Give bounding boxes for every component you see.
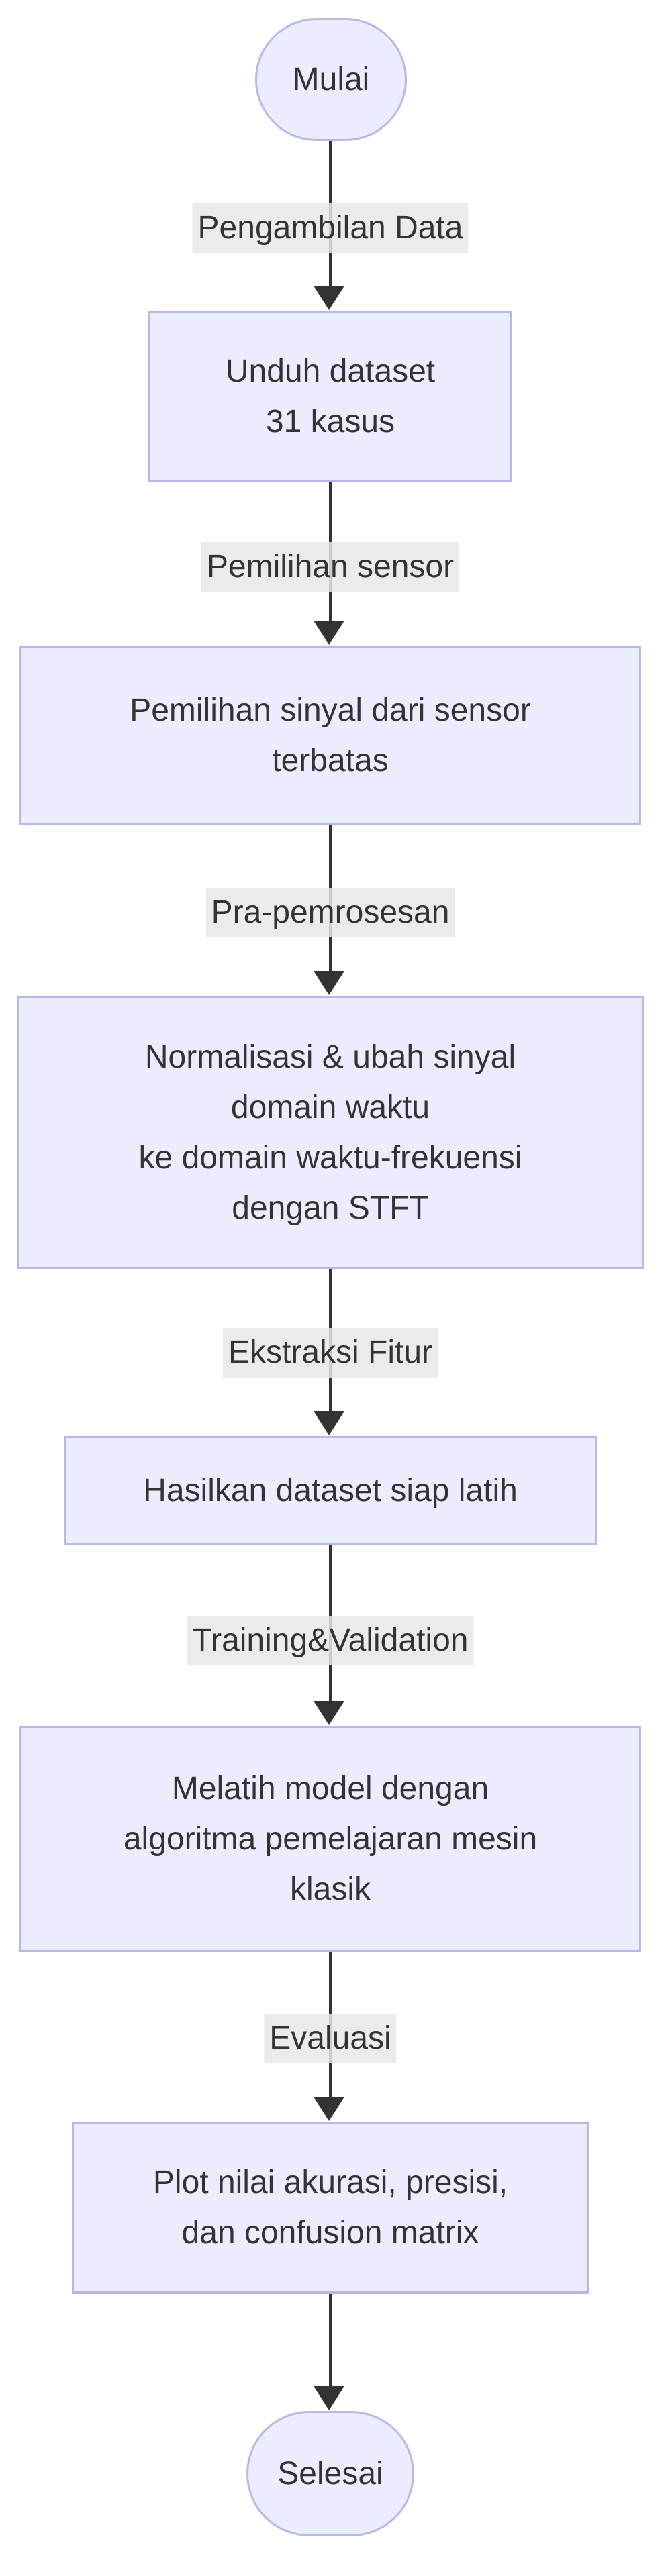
start-node: Mulai [255,18,407,141]
edge-label-ekstraksi-fitur: Ekstraksi Fitur [222,1328,438,1378]
edge-label-pra-pemrosesan: Pra-pemrosesan [205,888,455,937]
process-normalize-stft-label: Normalisasi & ubah sinyal domain waktu k… [138,1039,522,1226]
edge-arrowhead [314,971,344,995]
edge-line [329,2294,332,2387]
process-train-model: Melatih model dengan algoritma pemelajar… [19,1726,641,1952]
start-node-label: Mulai [292,62,370,97]
process-download-dataset-label: Unduh dataset 31 kasus [225,354,436,440]
edge-arrowhead [314,2386,344,2410]
process-plot-metrics: Plot nilai akurasi, presisi, dan confusi… [72,2122,589,2294]
process-generate-dataset: Hasilkan dataset siap latih [64,1436,597,1545]
process-signal-selection-label: Pemilihan sinyal dari sensor terbatas [130,692,531,778]
edge-label-pemilihan-sensor: Pemilihan sensor [201,542,460,592]
edge-label-training-validation: Training&Validation [187,1616,474,1665]
edge-arrowhead [314,286,344,310]
process-download-dataset: Unduh dataset 31 kasus [148,311,512,482]
process-plot-metrics-label: Plot nilai akurasi, presisi, dan confusi… [152,2165,508,2251]
edge-label-evaluasi: Evaluasi [264,2014,397,2063]
end-node: Selesai [246,2411,414,2536]
end-node-label: Selesai [277,2456,383,2491]
edge-arrowhead [314,621,344,645]
process-signal-selection: Pemilihan sinyal dari sensor terbatas [19,646,641,825]
edge-label-pengambilan-data: Pengambilan Data [192,203,469,253]
edge-arrowhead [314,2097,344,2121]
process-train-model-label: Melatih model dengan algoritma pemelajar… [123,1771,538,1907]
process-generate-dataset-label: Hasilkan dataset siap latih [143,1472,518,1508]
edge-arrowhead [314,1411,344,1435]
process-normalize-stft: Normalisasi & ubah sinyal domain waktu k… [17,996,644,1269]
edge-arrowhead [314,1701,344,1725]
